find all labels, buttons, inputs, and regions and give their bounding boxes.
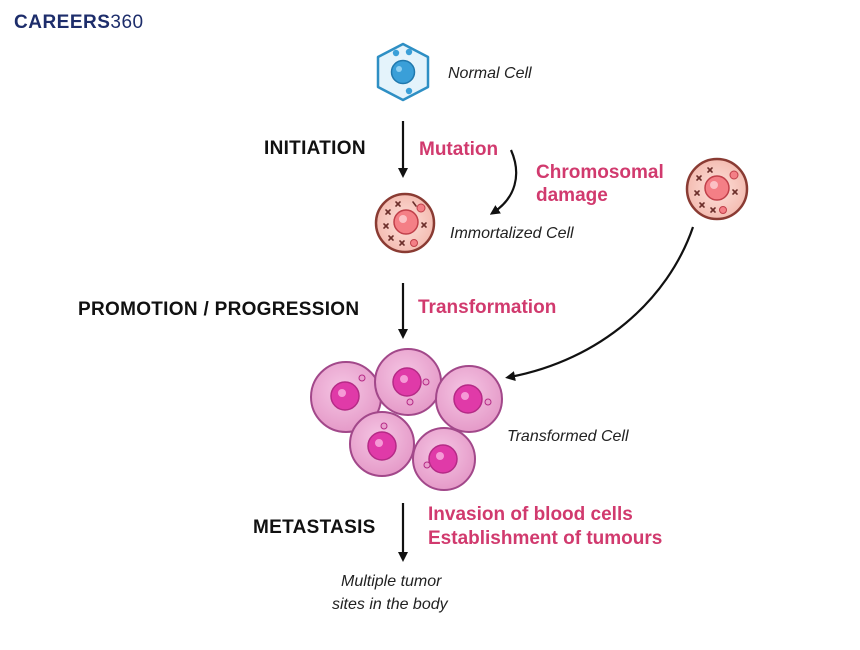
caption-multiple-tumor-line2: sites in the body [332, 596, 448, 613]
mutation-arrow [489, 149, 518, 215]
logo-text: CAREERS [14, 12, 111, 33]
careers360-logo: CAREERS360 [14, 12, 144, 34]
stage-metastasis: METASTASIS [253, 517, 376, 538]
caption-immortalized-cell: Immortalized Cell [450, 225, 574, 242]
logo-number: 360 [110, 12, 144, 33]
damaged-cell [685, 157, 749, 221]
stage-initiation: INITIATION [264, 138, 366, 159]
immortalized-cell [374, 192, 436, 254]
caption-transformed-cell: Transformed Cell [507, 428, 629, 445]
transformed-cell [349, 411, 415, 477]
transformed-cell [435, 365, 503, 433]
process-chromosomal-line2: damage [536, 185, 608, 206]
transformed-cell [374, 348, 442, 416]
process-chromosomal-line1: Chromosomal [536, 162, 664, 183]
process-mutation: Mutation [419, 139, 499, 160]
process-invasion: Invasion of blood cells [428, 504, 633, 525]
process-transformation: Transformation [418, 297, 557, 318]
transformed-cell-cluster [310, 348, 503, 491]
caption-multiple-tumor-line1: Multiple tumor [341, 573, 442, 590]
stage-promotion-progression: PROMOTION / PROGRESSION [78, 299, 360, 320]
transformed-cell [412, 427, 476, 491]
normal-cell [376, 42, 430, 102]
chromosomal-damage-arrow [505, 226, 695, 381]
process-establishment: Establishment of tumours [428, 528, 663, 549]
caption-normal-cell: Normal Cell [448, 65, 532, 82]
